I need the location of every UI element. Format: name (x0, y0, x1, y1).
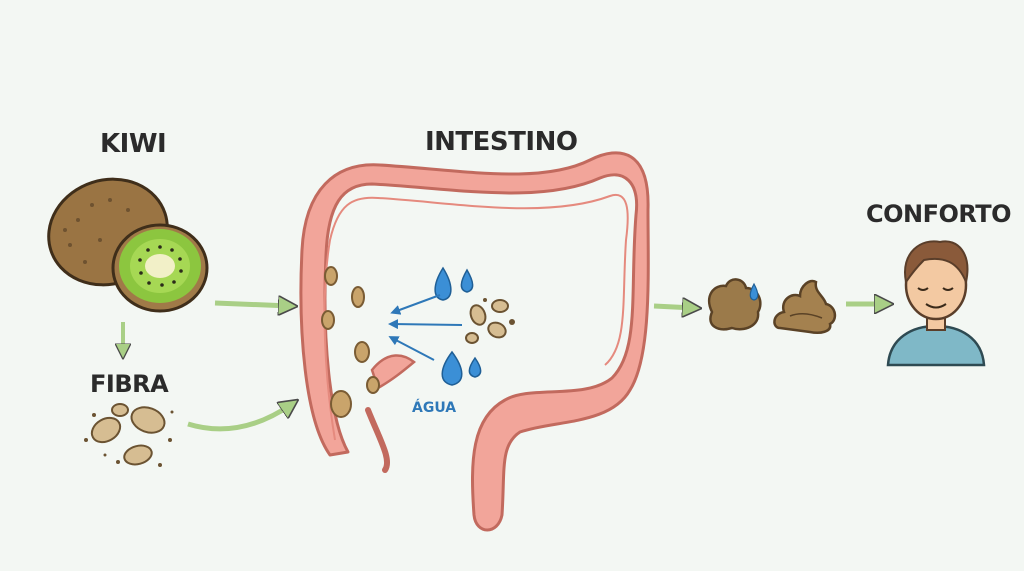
comfortable-person-icon (886, 240, 986, 367)
water-drops-icon (434, 266, 482, 386)
comfort-label: CONFORTO (866, 200, 1011, 228)
water-label: ÁGUA (412, 399, 456, 416)
fiber-cluster-icon (465, 298, 515, 344)
soft-stool-icon (773, 279, 837, 334)
intestine-label: INTESTINO (425, 127, 577, 157)
arrow-fiber-to-intestine (187, 404, 292, 432)
kiwi-fruit-icon (47, 177, 209, 313)
fiber-particles-icon (84, 403, 174, 467)
arrow-intestine-to-stool (653, 306, 694, 308)
kiwi-label: KIWI (100, 129, 166, 159)
fiber-label: FIBRA (90, 370, 169, 398)
hard-stool-icon (707, 278, 762, 331)
intestine-illustration (299, 151, 650, 532)
water-flow-arrows (388, 294, 463, 361)
arrow-kiwi-to-intestine (214, 303, 290, 306)
